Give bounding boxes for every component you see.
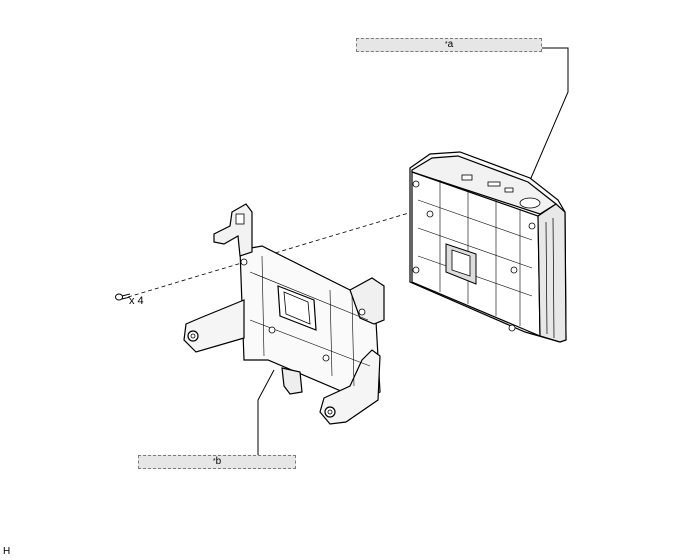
screw-icon bbox=[115, 293, 131, 301]
receiver-assembly bbox=[409, 151, 567, 343]
callout-b-text: b bbox=[215, 456, 222, 467]
callout-a-prefix: * bbox=[444, 41, 448, 48]
bracket bbox=[183, 203, 385, 425]
leader-line-a bbox=[527, 47, 569, 186]
leader-line-b bbox=[257, 369, 275, 455]
illustration-code: H bbox=[3, 546, 11, 557]
callout-b: *b bbox=[138, 455, 296, 469]
callout-a: *a bbox=[356, 38, 542, 52]
screw-quantity: x 4 bbox=[129, 295, 144, 307]
callout-b-prefix: * bbox=[212, 458, 216, 465]
callout-a-text: a bbox=[447, 39, 454, 50]
